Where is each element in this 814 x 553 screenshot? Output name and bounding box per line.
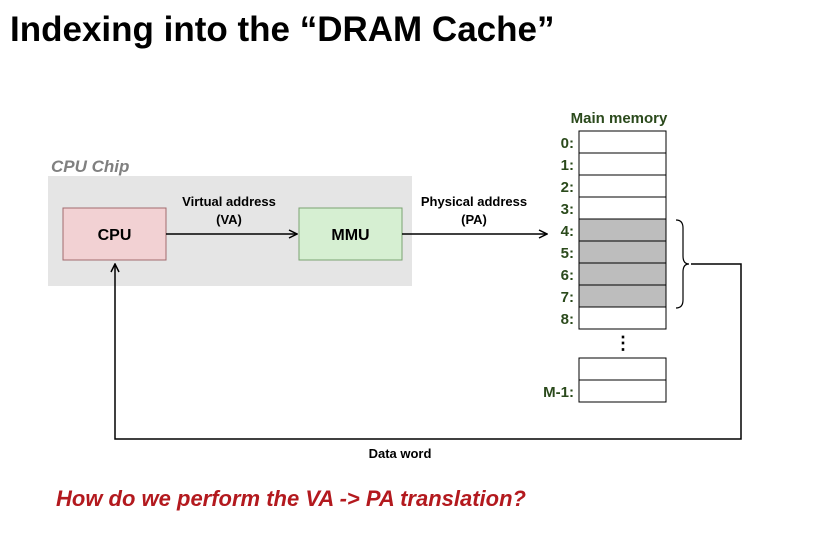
memory-cell-highlighted [578, 262, 667, 286]
memory-cell [578, 174, 667, 198]
memory-cell [578, 196, 667, 220]
cpu-chip-label: CPU Chip [51, 157, 129, 176]
data-word-path [115, 264, 742, 440]
page-brace [675, 219, 690, 309]
memory-address-label: 0: [561, 135, 574, 152]
memory-rows: 0: 1: 2: 3: 4: 5: 6: 7: 8: [561, 130, 667, 330]
mmu-label: MMU [331, 227, 369, 244]
va-label-line2: (VA) [216, 212, 242, 227]
pa-label-line1: Physical address [421, 194, 527, 209]
cpu-box [62, 207, 167, 261]
memory-cell-highlighted [578, 284, 667, 308]
memory-address-label: 5: [561, 245, 574, 262]
memory-label-last: M-1: [543, 384, 574, 401]
cpu-label: CPU [98, 227, 132, 244]
memory-address-label: 2: [561, 179, 574, 196]
memory-cell-last [578, 379, 667, 403]
memory-ellipsis: ⋮ [614, 333, 632, 353]
memory-cell-highlighted [578, 240, 667, 264]
memory-cell [578, 152, 667, 176]
memory-address-label: 8: [561, 311, 574, 328]
memory-address-label: 1: [561, 157, 574, 174]
memory-address-label: 7: [561, 289, 574, 306]
va-label-line1: Virtual address [182, 194, 276, 209]
memory-cell-gap [578, 357, 667, 381]
memory-cell [578, 130, 667, 154]
data-word-label: Data word [369, 446, 432, 461]
memory-cell [578, 306, 667, 330]
memory-address-label: 6: [561, 267, 574, 284]
memory-cell-highlighted [578, 218, 667, 242]
translation-question: How do we perform the VA -> PA translati… [56, 486, 526, 511]
memory-address-label: 3: [561, 201, 574, 218]
main-memory-title: Main memory [571, 110, 668, 127]
slide-title: Indexing into the “DRAM Cache” [10, 10, 555, 49]
pa-label-line2: (PA) [461, 212, 487, 227]
memory-address-label: 4: [561, 223, 574, 240]
